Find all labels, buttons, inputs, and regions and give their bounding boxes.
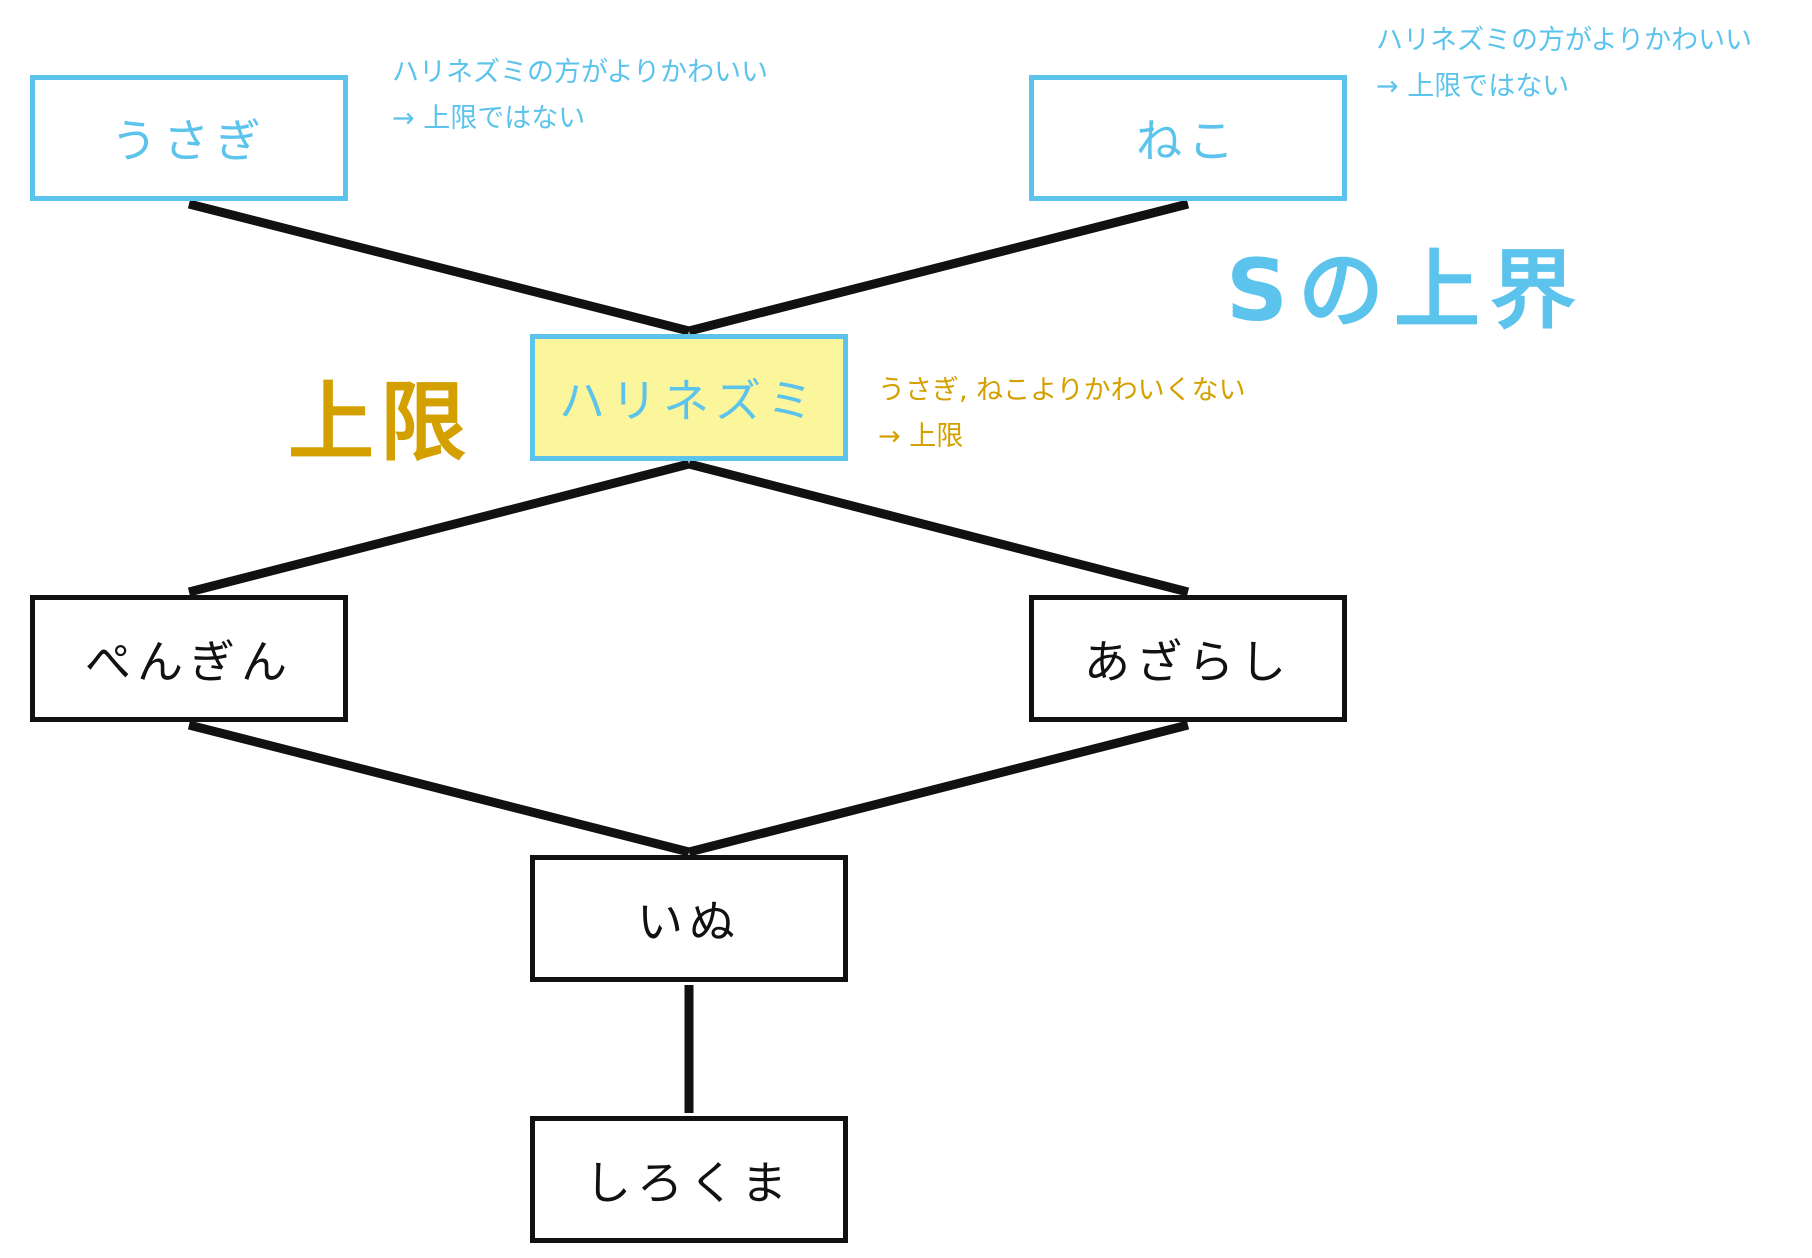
edge-azarashi-inu [687,720,1190,857]
edge-harinezumi-penguin [187,459,691,597]
label-supremum: 上限 [288,373,472,473]
edge-penguin-inu [187,720,691,857]
note-harinezumi-line1: うさぎ, ねこよりかわいくない [878,375,1246,406]
edge-neko-harinezumi [687,199,1190,336]
edge-harinezumi-azarashi [687,459,1190,597]
node-inu: いぬ [530,855,848,982]
node-harinezumi-label: ハリネズミ [559,373,819,428]
node-inu-label: いぬ [637,894,741,949]
node-neko: ねこ [1029,75,1347,201]
node-harinezumi: ハリネズミ [530,334,848,461]
note-usagi-line1: ハリネズミの方がよりかわいい [392,57,769,88]
node-azarashi-label: あざらし [1084,634,1292,689]
note-usagi: ハリネズミの方がよりかわいい → 上限ではない [392,50,768,142]
note-harinezumi-line2: → 上限 [878,421,964,452]
node-shirokuma: しろくま [530,1116,848,1243]
node-usagi-label: うさぎ [111,114,267,168]
edge-usagi-harinezumi [187,199,691,336]
note-harinezumi: うさぎ, ねこよりかわいくない → 上限 [878,368,1246,460]
node-azarashi: あざらし [1029,595,1347,722]
label-upper-bound: Sの上界 [1226,241,1586,341]
note-neko-line1: ハリネズミの方がよりかわいい [1376,25,1753,56]
node-penguin: ぺんぎん [30,595,348,722]
node-usagi: うさぎ [30,75,348,201]
node-shirokuma-label: しろくま [585,1155,793,1210]
note-neko-line2: → 上限ではない [1376,71,1570,102]
node-penguin-label: ぺんぎん [85,634,293,689]
note-neko: ハリネズミの方がよりかわいい → 上限ではない [1376,18,1752,110]
note-usagi-line2: → 上限ではない [392,103,586,134]
node-neko-label: ねこ [1136,114,1240,168]
